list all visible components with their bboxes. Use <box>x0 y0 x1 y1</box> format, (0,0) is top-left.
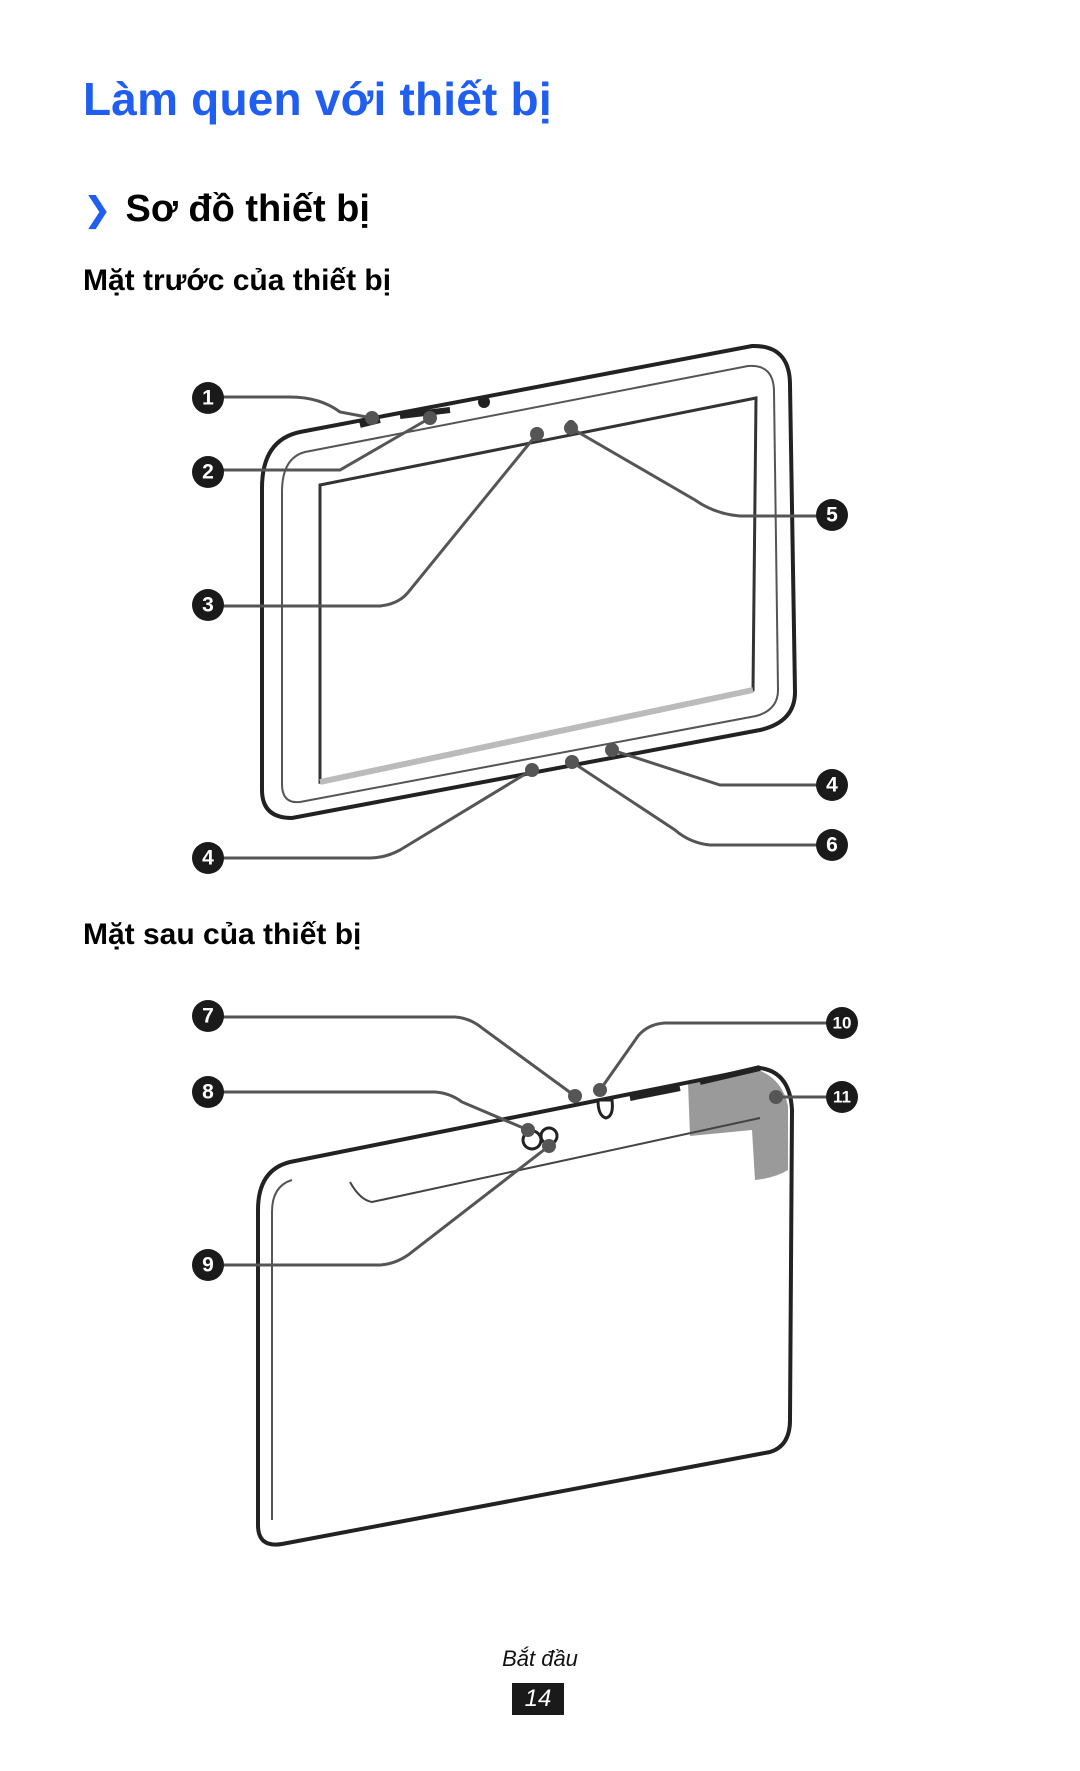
callout-2: 2 <box>192 456 224 488</box>
device-front-diagram: 1 2 3 4 5 4 6 <box>192 343 848 874</box>
svg-text:11: 11 <box>833 1088 851 1107</box>
callout-8: 8 <box>192 1076 224 1108</box>
svg-text:1: 1 <box>202 387 214 410</box>
highlight-area <box>688 1068 788 1180</box>
chevron-right-icon: ❯ <box>83 190 112 229</box>
svg-text:2: 2 <box>202 461 214 484</box>
svg-text:5: 5 <box>826 504 838 527</box>
front-heading: Mặt trước của thiết bị <box>83 264 392 297</box>
callout-3: 3 <box>192 589 224 621</box>
back-heading: Mặt sau của thiết bị <box>83 918 362 951</box>
section-heading-label: Sơ đồ thiết bị <box>125 188 370 230</box>
svg-text:6: 6 <box>826 834 838 857</box>
svg-text:8: 8 <box>202 1081 214 1104</box>
page-number: 14 <box>512 1683 564 1715</box>
callout-6: 6 <box>816 829 848 861</box>
callout-7: 7 <box>192 1000 224 1032</box>
callout-10: 10 <box>826 1007 858 1039</box>
callout-5: 5 <box>816 499 848 531</box>
svg-text:3: 3 <box>202 594 214 617</box>
callout-11: 11 <box>826 1081 858 1113</box>
footer-section-label: Bắt đầu <box>502 1646 578 1671</box>
svg-text:10: 10 <box>833 1014 852 1033</box>
callout-4-left: 4 <box>192 842 224 874</box>
svg-text:9: 9 <box>202 1254 214 1277</box>
tablet-back-body <box>256 1065 795 1547</box>
callout-9: 9 <box>192 1249 224 1281</box>
svg-text:4: 4 <box>826 774 838 797</box>
page-title: Làm quen với thiết bị <box>83 73 552 125</box>
device-back-diagram: 7 8 9 10 11 <box>192 1000 858 1547</box>
section-heading: ❯ Sơ đồ thiết bị <box>83 188 370 231</box>
callout-1: 1 <box>192 382 224 414</box>
callout-4-right: 4 <box>816 769 848 801</box>
svg-text:4: 4 <box>202 847 214 870</box>
svg-text:7: 7 <box>202 1005 214 1028</box>
